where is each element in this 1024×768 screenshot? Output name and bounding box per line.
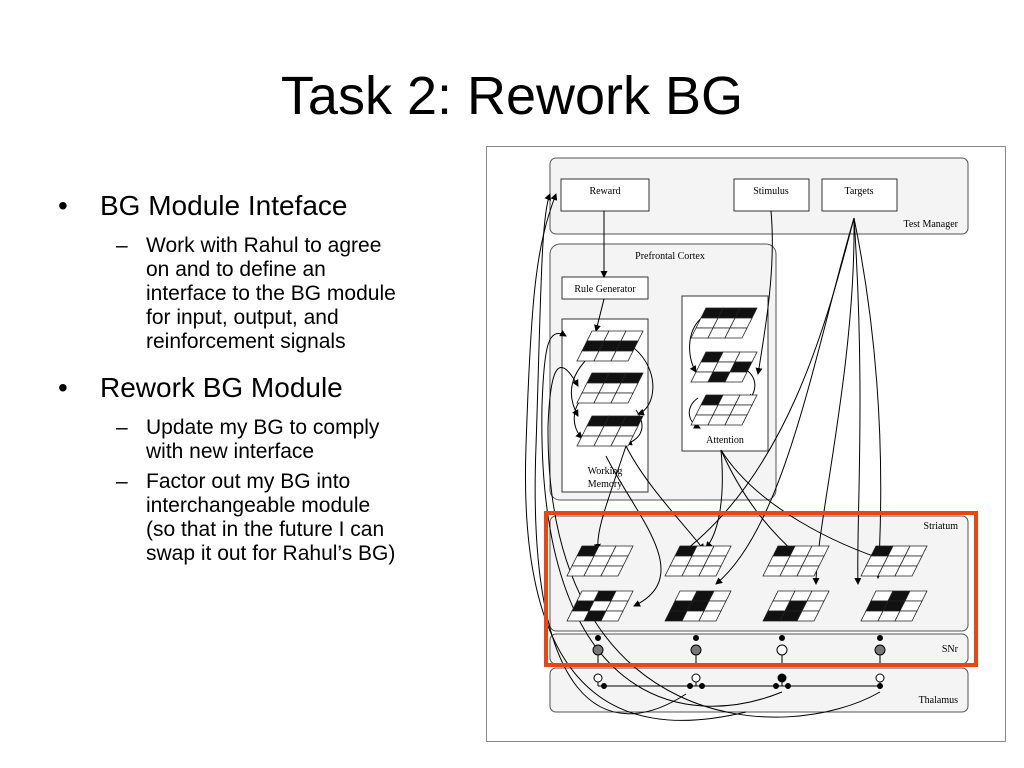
neural-grids xyxy=(566,307,928,622)
neuron-grid xyxy=(664,590,732,622)
bullet-text: Rework BG Module xyxy=(100,372,343,403)
bullet-dash: – xyxy=(116,234,128,257)
grid-cell xyxy=(894,565,918,577)
thalamus-box xyxy=(549,667,969,713)
sub-bullet-line: (so that in the future I can xyxy=(146,518,385,541)
sub-bullet-line: Factor out my BG into xyxy=(146,470,351,493)
neuron-grid xyxy=(762,545,830,577)
grid-cell xyxy=(724,414,748,426)
snr-box xyxy=(549,633,969,665)
neuron-grid xyxy=(664,545,732,577)
bullet-dot: • xyxy=(58,190,68,221)
grid-cell xyxy=(610,350,634,362)
bullet-list: • BG Module Inteface – Work with Rahul t… xyxy=(58,186,488,566)
neuron-grid xyxy=(762,590,830,622)
snr-label: SNr xyxy=(942,644,959,655)
neuron-grid xyxy=(576,372,644,404)
grid-cell xyxy=(610,392,634,404)
thalamus-label: Thalamus xyxy=(919,695,959,706)
grid-cell xyxy=(610,435,634,447)
sub-bullet-line: interface to the BG module xyxy=(146,282,396,305)
reward-box xyxy=(560,178,650,212)
bg-module-highlight xyxy=(544,511,978,667)
rule-generator-label: Rule Generator xyxy=(574,284,636,295)
sub-bullet-line: interchangeable module xyxy=(146,494,371,517)
grid-cell xyxy=(796,610,820,622)
bg-architecture-diagram: Reward Stimulus Targets Test Manager Pre… xyxy=(486,146,1006,742)
striatum-box xyxy=(549,515,969,632)
working-memory-label-2: Memory xyxy=(588,479,622,490)
working-memory-label-1: Working xyxy=(588,466,623,477)
reward-label: Reward xyxy=(589,186,620,197)
sub-bullet-line: reinforcement signals xyxy=(146,330,346,353)
grid-cell xyxy=(796,565,820,577)
sub-bullet-line: swap it out for Rahul’s BG) xyxy=(146,542,396,565)
sub-bullet-line: on and to define an xyxy=(146,258,326,281)
attention-label: Attention xyxy=(706,435,744,446)
bullet-rework-bg-module: • Rework BG Module xyxy=(58,368,488,408)
bullet-dash: – xyxy=(116,470,128,493)
bullet-dash: – xyxy=(116,416,128,439)
grid-cell xyxy=(698,610,722,622)
neuron-grid xyxy=(566,590,634,622)
striatum-label: Striatum xyxy=(924,521,959,532)
test-manager-label: Test Manager xyxy=(903,219,958,230)
neuron-grid xyxy=(690,394,758,426)
sub-bullet-line: Update my BG to comply xyxy=(146,416,380,439)
thalamus-nodes xyxy=(593,673,885,689)
bullet-bg-module-interface: • BG Module Inteface xyxy=(58,186,488,226)
grid-cell xyxy=(724,327,748,339)
neuron-grid xyxy=(690,351,758,383)
neuron-grid xyxy=(576,330,644,362)
sub-bullet-agree-interface: – Work with Rahul to agree on and to def… xyxy=(58,234,488,354)
snr-nodes xyxy=(592,635,886,656)
sub-bullet-line: for input, output, and xyxy=(146,306,339,329)
grid-cell xyxy=(894,610,918,622)
sub-bullet-line: with new interface xyxy=(146,440,315,463)
neuron-grid xyxy=(860,545,928,577)
neuron-grid xyxy=(860,590,928,622)
grid-cell xyxy=(724,371,748,383)
grid-cell xyxy=(698,565,722,577)
neuron-grid xyxy=(576,415,644,447)
stimulus-label: Stimulus xyxy=(753,186,789,197)
grid-cell xyxy=(600,610,624,622)
bullet-dot: • xyxy=(58,372,68,403)
sub-bullet-line: Work with Rahul to agree xyxy=(146,234,382,257)
prefrontal-cortex-label: Prefrontal Cortex xyxy=(635,251,705,262)
sub-bullet-update-bg: – Update my BG to comply with new interf… xyxy=(58,416,488,464)
neuron-grid xyxy=(566,545,634,577)
neuron-grid xyxy=(690,307,758,339)
targets-box xyxy=(821,178,898,212)
grid-cell xyxy=(600,565,624,577)
slide-title: Task 2: Rework BG xyxy=(280,66,744,126)
bullet-text: BG Module Inteface xyxy=(100,190,348,221)
targets-label: Targets xyxy=(844,186,873,197)
sub-bullet-factor-out: – Factor out my BG into interchangeable … xyxy=(58,470,488,566)
